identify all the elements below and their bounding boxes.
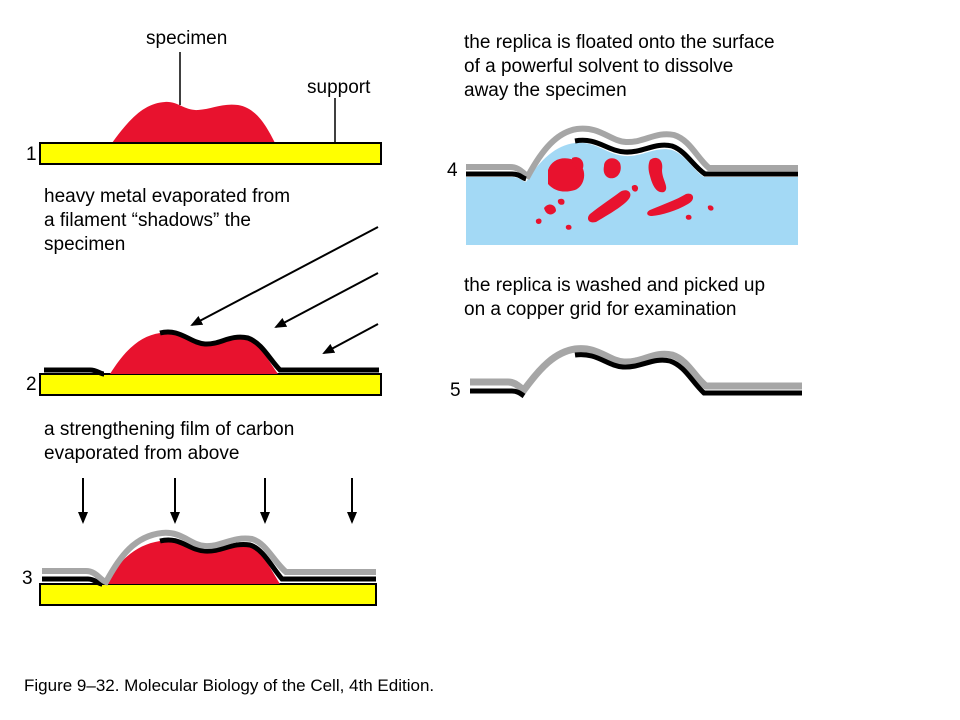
step-2-illustration: [39, 226, 382, 396]
step-3-text-line-2: evaporated from above: [44, 443, 240, 464]
step-5-illustration: [470, 345, 802, 399]
specimen-label: specimen: [146, 28, 228, 49]
step-number-1: 1: [26, 144, 37, 165]
specimen-1: [112, 101, 275, 143]
step-number-4: 4: [447, 160, 458, 181]
step-2-text-line-1: heavy metal evaporated from: [44, 186, 291, 207]
step-number-3: 3: [22, 568, 33, 589]
specimen-3: [105, 540, 280, 584]
carbon-film-3: [42, 529, 376, 586]
dissolving-specimen-fragments: [535, 157, 714, 230]
step-5-text-line-1: the replica is washed and picked up: [464, 275, 766, 296]
step-4-illustration: [466, 125, 798, 245]
carbon-film-4: [466, 125, 798, 180]
metal-shadow-2: [44, 329, 379, 377]
step-1-illustration: [39, 52, 382, 165]
step-number-5: 5: [450, 380, 461, 401]
solvent-bath: [466, 142, 798, 245]
shadow-arrow-2: [274, 272, 379, 328]
step-4-text-line-2: of a powerful solvent to dissolve: [464, 56, 734, 77]
shadow-arrow-1: [190, 226, 379, 326]
metal-shadow-4: [466, 137, 798, 182]
step-3-illustration: [39, 478, 377, 606]
figure-caption: Figure 9–32. Molecular Biology of the Ce…: [24, 676, 435, 695]
metal-shadow-3: [42, 537, 376, 587]
shadow-arrow-3: [322, 323, 379, 354]
support-1: [39, 142, 382, 165]
step-3-text-line-1: a strengthening film of carbon: [44, 419, 295, 440]
support-label: support: [307, 77, 371, 98]
support-2: [39, 373, 382, 396]
step-4-text-line-3: away the specimen: [464, 80, 627, 101]
step-2-text-line-3: specimen: [44, 234, 126, 255]
step-2-text-line-2: a filament “shadows” the: [44, 210, 251, 231]
step-number-2: 2: [26, 374, 37, 395]
specimen-2: [110, 332, 278, 374]
step-4-text-line-1: the replica is floated onto the surface: [464, 32, 775, 53]
carbon-film-5: [470, 345, 802, 395]
support-3: [39, 583, 377, 606]
step-5-text-line-2: on a copper grid for examination: [464, 299, 737, 320]
metal-shadow-5: [470, 352, 802, 399]
